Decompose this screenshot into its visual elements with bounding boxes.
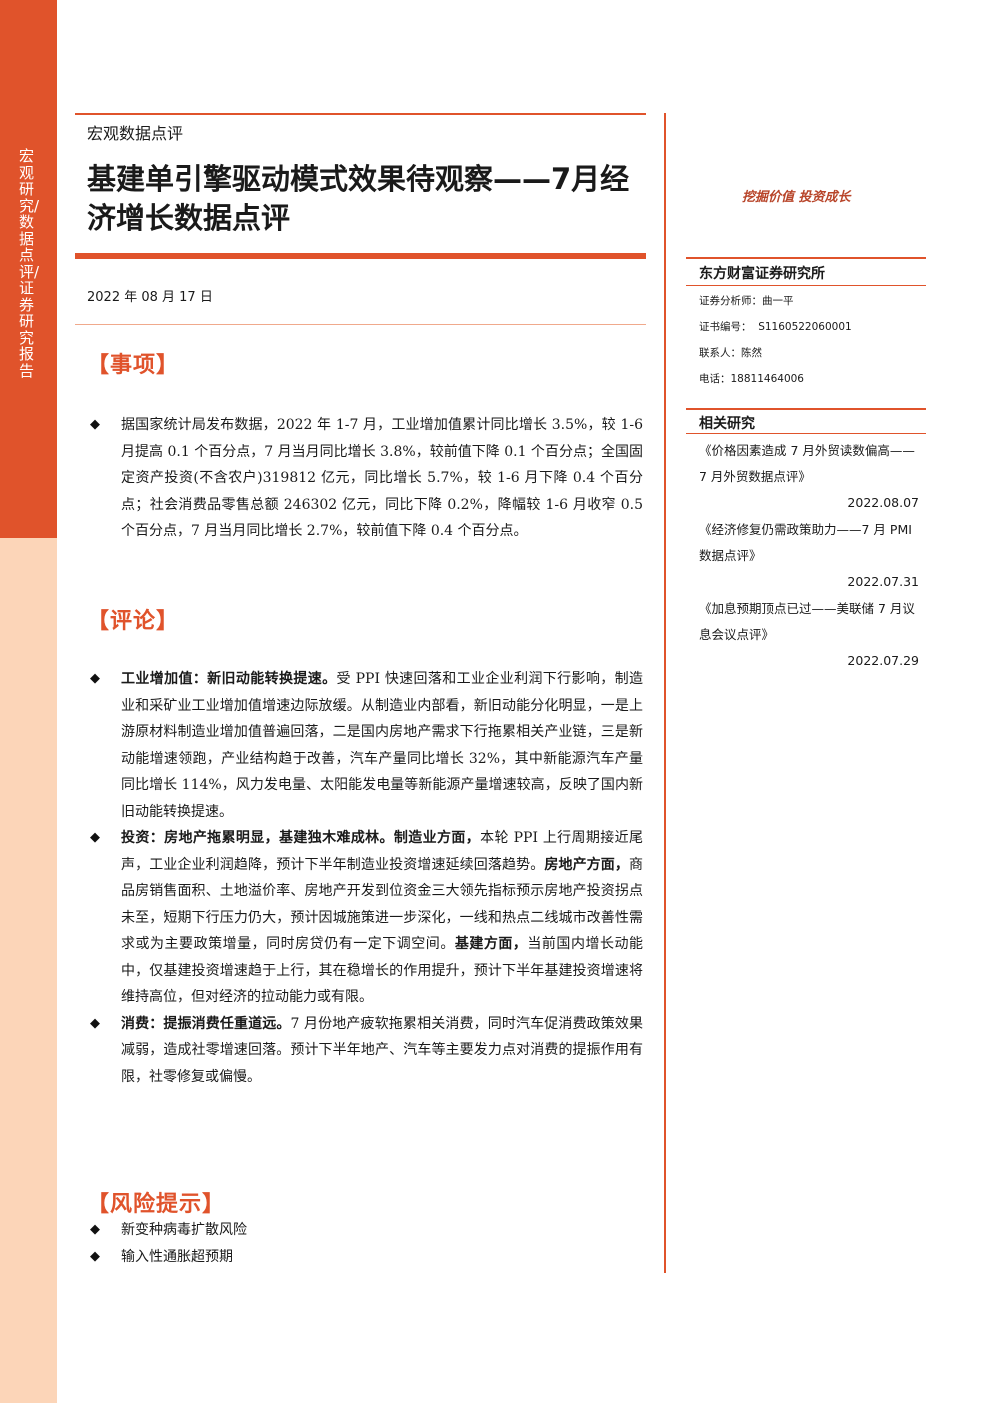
sidebar-lower [0,538,57,1403]
consumption-heading: 消费：提振消费任重道远。 [121,1015,291,1032]
events-heading: 【事项】 [87,353,180,378]
comments-list: ◆ 工业增加值：新旧动能转换提速。受 PPI 快速回落和工业企业利润下行影响，制… [87,666,643,1090]
list-item: ◆ 据国家统计局发布数据，2022 年 1-7 月，工业增加值累计同比增长 3.… [87,412,643,545]
phone-row: 电话：18811464006 [699,371,804,386]
sidebar-accent [0,0,57,538]
sidebar-vertical-text: 宏观研究/数据点评/证券研究报告 [19,147,40,380]
industry-text: 受 PPI 快速回落和工业企业利润下行影响，制造业和采矿业工业增加值增速边际放缓… [121,671,643,820]
real-estate-heading: 房地产方面， [544,856,630,873]
real-estate-text: 商品房销售面积、土地溢价率、房地产开发到位资金三大领先指标预示房地产投资拐点未至… [121,856,644,953]
related-research-list: 《价格因素造成 7 月外贸读数偏高——7 月外贸数据点评》 2022.08.07… [699,438,919,675]
institute-divider-top [686,257,926,259]
institute-divider-bottom [686,285,926,286]
certificate-number: S1160522060001 [758,321,852,333]
column-divider [664,113,666,1273]
report-title: 基建单引擎驱动模式效果待观察——7月经济增长数据点评 [87,162,630,235]
diamond-bullet-icon: ◆ [90,1015,100,1031]
list-item: ◆ 新变种病毒扩散风险 [87,1217,643,1244]
phone-number: 18811464006 [730,373,805,385]
diamond-bullet-icon: ◆ [90,417,100,432]
infrastructure-heading: 基建方面， [454,936,528,952]
related-item-date: 2022.07.29 [847,653,919,668]
manufacturing-heading: 制造业方面， [393,830,481,846]
infrastructure-text: 当前国内增长动能中，仅基建投资增速趋于上行，其在稳增长的作用提升，预计下半年基建… [121,936,644,1005]
consumption-text: 7 月份地产疲软拖累相关消费，同时汽车促消费政策效果减弱，造成社零增速回落。预计… [121,1015,643,1085]
date-divider [75,324,646,325]
list-item: ◆ 投资：房地产拖累明显，基建独木难成林。制造业方面，本轮 PPI 上行周期接近… [87,825,643,1011]
manufacturing-text: 本轮 PPI 上行周期接近尾声，工业企业利润趋降，预计下半年制造业投资增速延续回… [121,830,643,873]
comments-heading: 【评论】 [87,609,180,634]
events-list: ◆ 据国家统计局发布数据，2022 年 1-7 月，工业增加值累计同比增长 3.… [87,412,643,545]
related-item-date: 2022.08.07 [847,495,919,510]
contact-person: 联系人：陈然 [699,347,762,359]
phone-label: 电话： [699,373,731,385]
related-research-title: 相关研究 [699,416,755,432]
list-item: ◆ 工业增加值：新旧动能转换提速。受 PPI 快速回落和工业企业利润下行影响，制… [87,666,643,825]
list-item: ◆ 消费：提振消费任重道远。7 月份地产疲软拖累相关消费，同时汽车促消费政策效果… [87,1011,643,1091]
certificate-row: 证书编号： S1160522060001 [699,319,852,334]
list-item: ◆ 输入性通胀超预期 [87,1244,643,1271]
related-divider-bottom [686,433,926,434]
diamond-bullet-icon: ◆ [90,671,100,686]
institute-name: 东方财富证券研究所 [699,266,825,282]
related-item[interactable]: 《价格因素造成 7 月外贸读数偏高——7 月外贸数据点评》 2022.08.07 [699,438,919,516]
industry-heading: 工业增加值：新旧动能转换提速。 [121,671,337,687]
related-divider-top [686,408,926,410]
slogan: 挖掘价值 投资成长 [742,190,851,205]
related-item-title[interactable]: 《价格因素造成 7 月外贸读数偏高——7 月外贸数据点评》 [699,443,915,484]
events-item-text: 据国家统计局发布数据，2022 年 1-7 月，工业增加值累计同比增长 3.5%… [121,417,643,539]
risk-item: 新变种病毒扩散风险 [121,1222,247,1238]
related-item-title[interactable]: 《加息预期顶点已过——美联储 7 月议息会议点评》 [699,601,915,642]
related-item[interactable]: 《经济修复仍需政策助力——7 月 PMI 数据点评》 2022.07.31 [699,517,919,595]
risks-heading: 【风险提示】 [87,1192,226,1217]
risk-item: 输入性通胀超预期 [121,1248,233,1265]
diamond-bullet-icon: ◆ [90,830,100,845]
report-date: 2022 年 08 月 17 日 [87,290,213,305]
diamond-bullet-icon: ◆ [90,1248,100,1264]
related-item-date: 2022.07.31 [847,574,919,589]
related-item[interactable]: 《加息预期顶点已过——美联储 7 月议息会议点评》 2022.07.29 [699,596,919,674]
related-item-title[interactable]: 《经济修复仍需政策助力——7 月 PMI 数据点评》 [699,522,912,563]
title-divider [75,253,646,259]
risks-list: ◆ 新变种病毒扩散风险 ◆ 输入性通胀超预期 [87,1217,643,1270]
diamond-bullet-icon: ◆ [90,1222,100,1237]
category-divider [75,113,646,115]
investment-heading: 投资：房地产拖累明显，基建独木难成林。 [121,830,394,846]
report-category: 宏观数据点评 [87,124,184,143]
certificate-label: 证书编号： [699,321,752,333]
analyst-name: 证券分析师：曲一平 [699,295,794,307]
